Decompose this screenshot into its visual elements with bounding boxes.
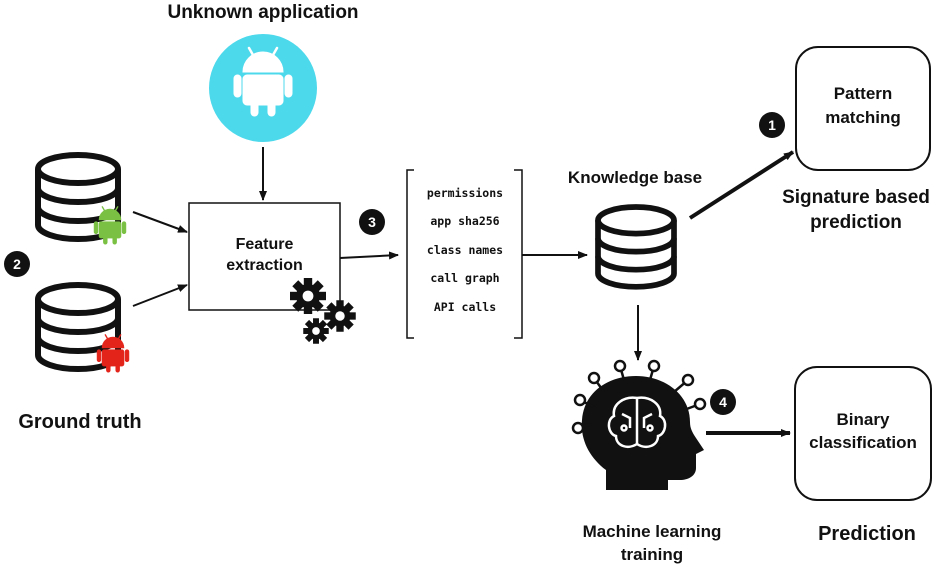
ground-truth-label: Ground truth [18, 411, 142, 433]
binary-classification-line2: classification [809, 433, 917, 452]
unknown-application-title: Unknown application [167, 2, 359, 23]
prediction-label: Prediction [818, 523, 916, 545]
step-badge-1: 1 [759, 112, 785, 138]
database-icon [38, 155, 127, 245]
pattern-matching-line1: Pattern [833, 84, 893, 103]
binary-classification-box [794, 366, 932, 501]
step-badge-4: 4 [710, 389, 736, 415]
feature-item: class names [426, 243, 504, 257]
feature-item: API calls [433, 300, 497, 314]
pattern-matching-box [795, 46, 931, 171]
signature-line2: prediction [810, 212, 902, 233]
signature-line1: Signature based [782, 187, 930, 208]
ml-training-line1: Machine learning [582, 522, 722, 541]
feature-item: call graph [430, 271, 500, 285]
binary-classification-line1: Binary [836, 410, 890, 429]
arrow-malware-to-extraction [132, 284, 188, 307]
step-badge-2: 2 [4, 251, 30, 277]
feature-extraction-line1: Feature [235, 236, 294, 253]
knowledge-base-label: Knowledge base [567, 168, 703, 187]
pattern-matching-line2: matching [825, 108, 901, 127]
feature-item: permissions [426, 186, 504, 200]
unknown-app-icon [209, 34, 317, 142]
arrow-extraction-to-features [339, 251, 399, 260]
arrow-kb-to-pattern [688, 150, 795, 220]
database-icon [38, 285, 130, 373]
knowledge-base-database-icon [598, 207, 674, 287]
step-badge-3: 3 [359, 209, 385, 235]
feature-extraction-line2: extraction [226, 257, 303, 274]
feature-item: app sha256 [430, 214, 500, 228]
features-left-bracket [406, 169, 414, 339]
ai-brain-head-icon [571, 359, 707, 490]
ml-training-line2: training [620, 545, 684, 564]
arrow-benign-to-extraction [132, 211, 188, 233]
